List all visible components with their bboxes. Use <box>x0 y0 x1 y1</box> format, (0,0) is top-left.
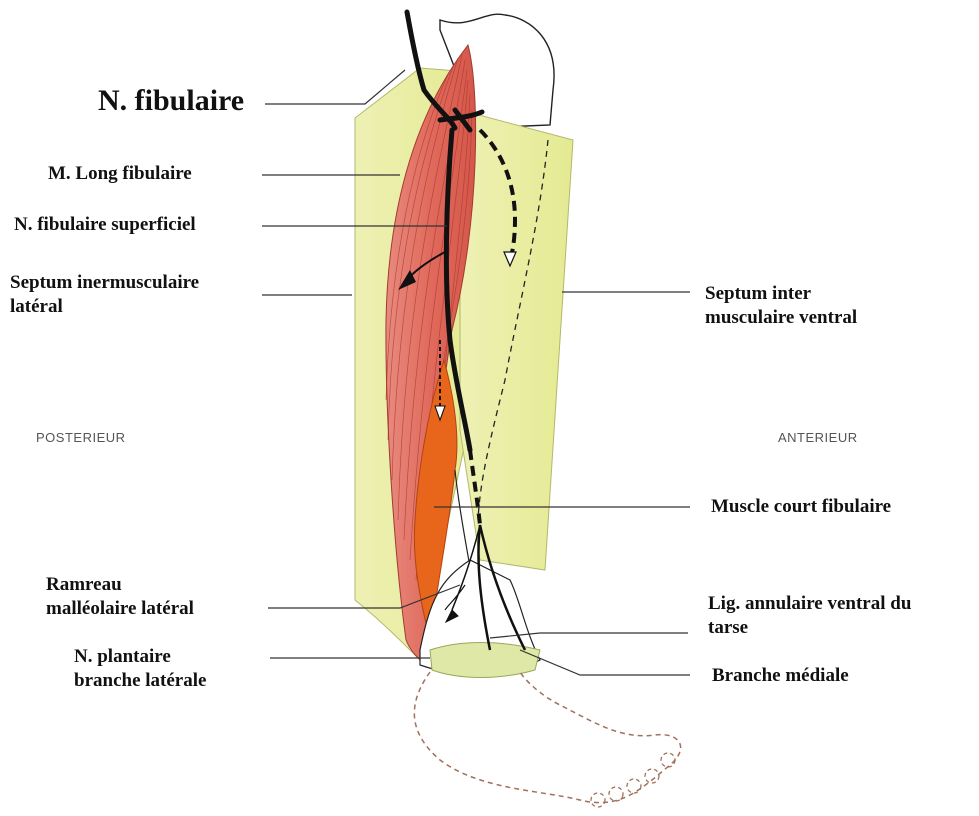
label-lig-annulaire-line1: Lig. annulaire ventral du <box>708 592 911 616</box>
label-n-plantaire-line2: branche latérale <box>74 669 206 693</box>
orientation-posterior: POSTERIEUR <box>36 430 126 445</box>
label-rameau-malleolaire: Ramreau malléolaire latéral <box>46 573 194 621</box>
label-septum-ventral: Septum inter musculaire ventral <box>705 282 857 330</box>
label-septum-lateral: Septum inermusculaire latéral <box>10 271 199 319</box>
label-n-fibulaire-superficiel: N. fibulaire superficiel <box>14 213 196 237</box>
label-lig-annulaire: Lig. annulaire ventral du tarse <box>708 592 911 640</box>
orientation-anterior: ANTERIEUR <box>778 430 858 445</box>
label-rameau-malleolaire-line1: Ramreau <box>46 573 194 597</box>
label-branche-mediale: Branche médiale <box>712 664 849 688</box>
label-septum-ventral-line1: Septum inter <box>705 282 857 306</box>
label-n-plantaire: N. plantaire branche latérale <box>74 645 206 693</box>
label-m-long-fibulaire: M. Long fibulaire <box>48 162 192 186</box>
label-septum-lateral-line1: Septum inermusculaire <box>10 271 199 295</box>
label-muscle-court-fibulaire: Muscle court fibulaire <box>711 495 891 519</box>
label-n-fibulaire: N. fibulaire <box>98 84 244 117</box>
label-lig-annulaire-line2: tarse <box>708 616 911 640</box>
foot-outline-dashed <box>414 672 680 803</box>
label-rameau-malleolaire-line2: malléolaire latéral <box>46 597 194 621</box>
toe-outlines <box>591 753 675 807</box>
label-n-plantaire-line1: N. plantaire <box>74 645 206 669</box>
label-septum-lateral-line2: latéral <box>10 295 199 319</box>
label-septum-ventral-line2: musculaire ventral <box>705 306 857 330</box>
